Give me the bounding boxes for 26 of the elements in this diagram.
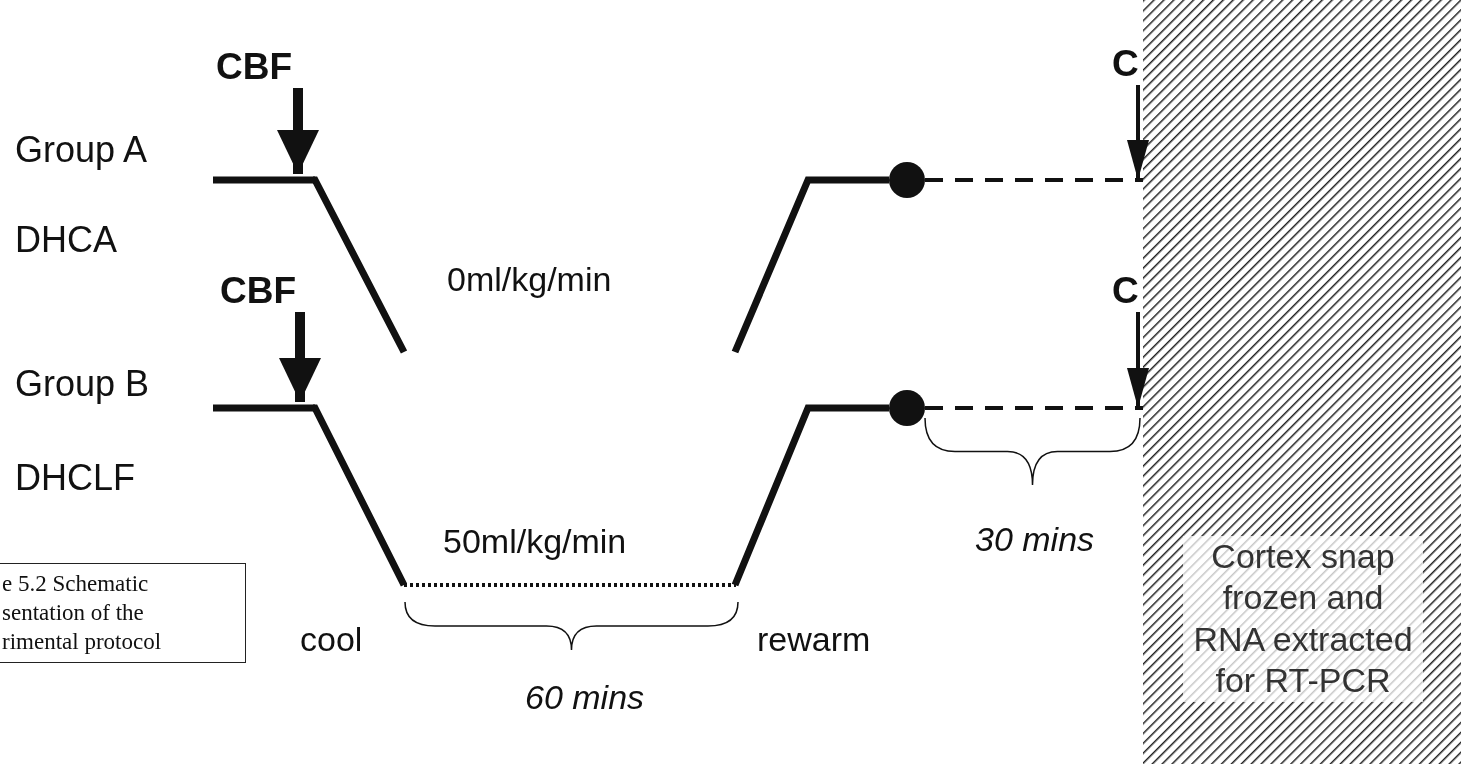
- caption-box: [0, 563, 246, 663]
- baseline-segment: [213, 404, 315, 412]
- dot-marker: [889, 162, 925, 198]
- panel-text: Cortex snap frozen and RNA extracted for RT-PCR: [1183, 536, 1423, 702]
- duration-label: 60 mins: [525, 680, 645, 714]
- baseline-segment: [213, 176, 315, 184]
- arrow: [277, 88, 319, 174]
- figure-caption: e 5.2 Schematic sentation of the rimental protocol: [2, 570, 163, 656]
- condition-label: DHCA: [15, 222, 117, 258]
- flow-rate-label: 0ml/kg/min: [447, 262, 612, 296]
- phase-label: cool: [300, 622, 363, 656]
- group-label: Group A: [15, 132, 148, 168]
- event-label: CBF: [216, 48, 293, 85]
- condition-label: DHCLF: [15, 460, 135, 496]
- arrow: [1127, 85, 1149, 180]
- arrow: [279, 312, 321, 402]
- phase-label: rewarm: [757, 622, 871, 656]
- hatched-panel: [1143, 0, 1461, 764]
- event-label: CBF: [220, 272, 297, 309]
- event-label: C: [1112, 45, 1139, 82]
- group-label: Group B: [15, 366, 150, 402]
- arrow: [1127, 312, 1149, 408]
- duration-label: 30 mins: [975, 522, 1095, 556]
- dot-marker: [889, 390, 925, 426]
- event-label: C: [1112, 272, 1139, 309]
- flow-rate-label: 50ml/kg/min: [443, 524, 627, 558]
